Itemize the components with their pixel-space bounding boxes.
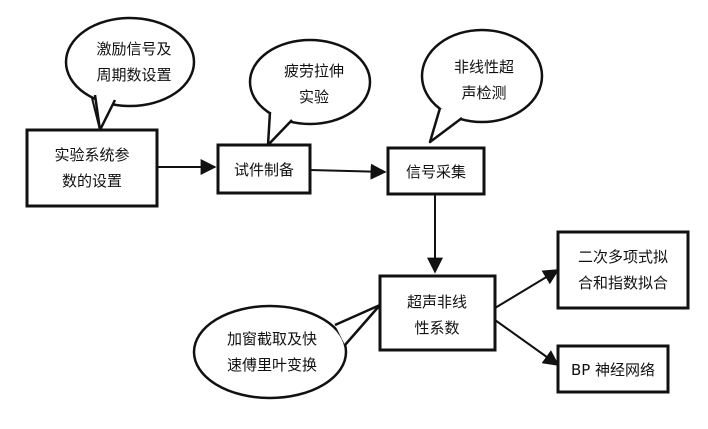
box-specimen: 试件制备	[216, 143, 312, 195]
callout-ultrasonic: 非线性超 声检测	[420, 28, 544, 144]
callout-fatigue-line2: 实验	[299, 88, 329, 106]
arrow-specimen-to-signal	[309, 163, 387, 180]
box-specimen-label: 试件制备	[234, 161, 294, 179]
box-poly-fit-line1: 二次多项式拟	[578, 248, 668, 266]
callout-ultrasonic-line2: 声检测	[461, 84, 506, 102]
callout-fatigue-line1: 疲劳拉伸	[284, 62, 344, 80]
callout-windowing-line1: 加窗截取及快	[227, 330, 317, 348]
callout-excitation-line2: 周期数设置	[96, 66, 171, 84]
box-bp-net-label: BP 神经网络	[571, 361, 655, 379]
box-nonlinear-coef-line1: 超声非线	[407, 293, 467, 311]
box-poly-fit-line2: 合和指数拟合	[578, 274, 668, 292]
box-bp-net: BP 神经网络	[556, 344, 670, 394]
box-poly-fit: 二次多项式拟 合和指数拟合	[556, 230, 690, 310]
box-nonlinear-coef: 超声非线 性系数	[378, 274, 497, 352]
box-param-setup: 实验系统参 数的设置	[25, 128, 159, 208]
box-nonlinear-coef-line2: 性系数	[414, 319, 459, 337]
arrow-coef-to-bp	[494, 319, 560, 366]
box-param-setup-line1: 实验系统参	[54, 146, 129, 164]
callout-excitation-line1: 激励信号及	[96, 40, 171, 58]
callout-excitation: 激励信号及 周期数设置	[64, 16, 196, 132]
box-signal-label: 信号采集	[406, 163, 466, 181]
box-signal: 信号采集	[386, 146, 486, 196]
callout-ultrasonic-line1: 非线性超	[454, 58, 514, 76]
callout-fatigue: 疲劳拉伸 实验	[248, 38, 372, 147]
callout-windowing: 加窗截取及快 速傅里叶变换	[192, 303, 382, 400]
arrow-coef-to-fit	[494, 269, 560, 309]
box-param-setup-line2: 数的设置	[62, 172, 122, 190]
callout-windowing-line2: 速傅里叶变换	[227, 356, 317, 374]
